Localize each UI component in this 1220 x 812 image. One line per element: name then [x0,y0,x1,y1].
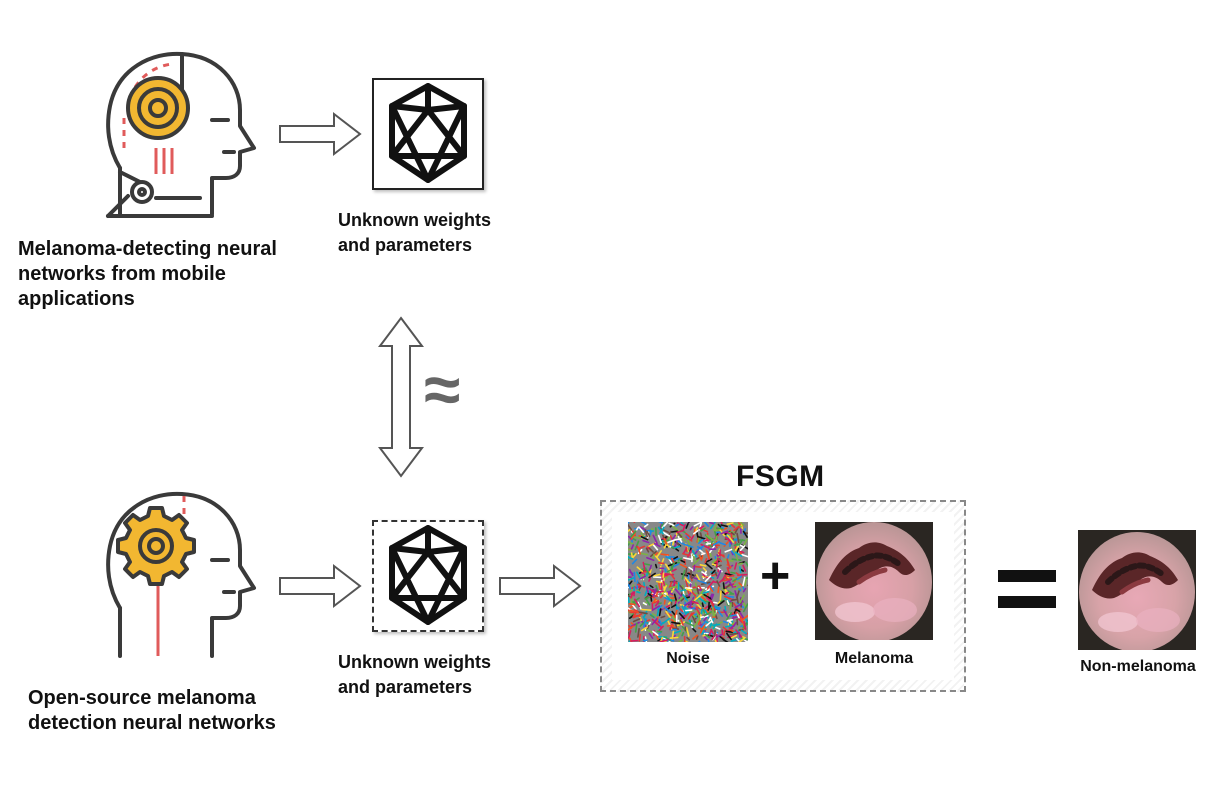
arrow-right-icon [279,563,362,609]
mobile-networks-label: Melanoma-detecting neural networks from … [18,238,277,310]
polyhedron-network-icon [389,525,467,625]
plus-symbol: + [760,547,791,605]
network-box-bottom [372,520,484,632]
non-melanoma-image [1078,530,1196,650]
approx-symbol: ≈ [424,352,461,426]
noise-label: Noise [666,650,710,667]
unknown-weights-label-bottom: Unknown weights and parameters [338,652,491,697]
unknown-weights-label-top: Unknown weights and parameters [338,210,491,255]
arrow-right-icon [279,111,362,157]
arrow-right-icon [499,563,582,609]
double-arrow-vertical-icon [378,316,424,478]
equals-bar-bottom [998,596,1056,608]
noise-image [628,522,748,642]
non-melanoma-label: Non-melanoma [1080,658,1196,675]
gear-head-icon [106,491,256,658]
melanoma-label: Melanoma [834,650,914,667]
open-source-label: Open-source melanoma detection neural ne… [28,687,276,734]
fsgm-title: FSGM [736,460,825,493]
equals-bar-top [998,570,1056,582]
melanoma-image [815,522,933,640]
network-box-top [372,78,484,190]
polyhedron-network-icon [389,83,467,183]
robot-head-icon [106,51,256,218]
equals-symbol [998,570,1056,610]
